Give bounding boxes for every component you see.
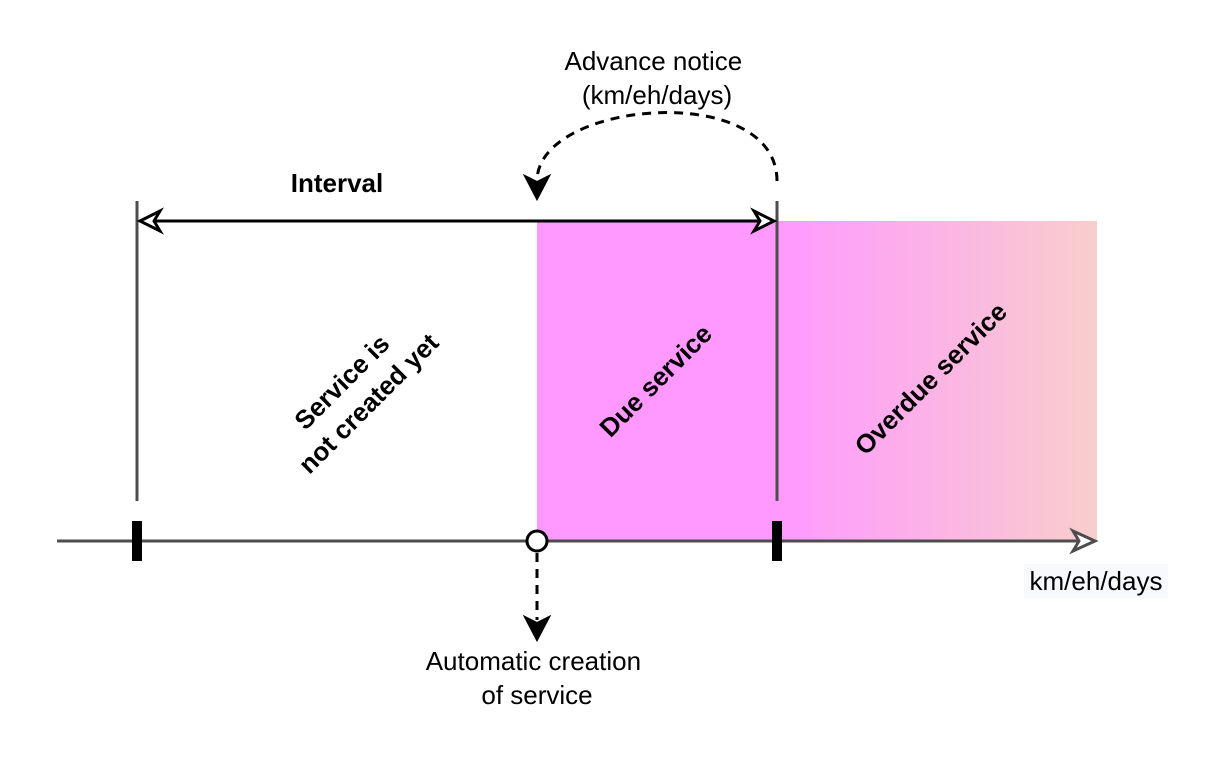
axis-unit-label: km/eh/days [1030,566,1163,596]
advance-notice-arrow [522,111,779,202]
interval-start-tick [132,521,142,561]
advance-notice-line2: (km/eh/days) [582,80,732,110]
advance-notice-label: Advance notice (km/eh/days) [564,46,749,110]
interval-label: Interval [291,168,384,198]
auto-creation-label: Automatic creation of service [426,646,649,710]
not-created-label: Service is not created yet [268,303,444,479]
due-service-zone [537,221,777,541]
auto-creation-arrow [522,553,552,643]
interval-end-tick [772,521,782,561]
advance-notice-line1: Advance notice [564,46,742,76]
time-axis [57,527,1099,555]
overdue-service-zone [777,221,1097,541]
auto-creation-line2: of service [481,680,592,710]
axis-unit-label-bg [1024,564,1168,598]
auto-creation-line1: Automatic creation [426,646,641,676]
auto-creation-point [525,529,549,553]
interval-arrow [136,207,778,235]
